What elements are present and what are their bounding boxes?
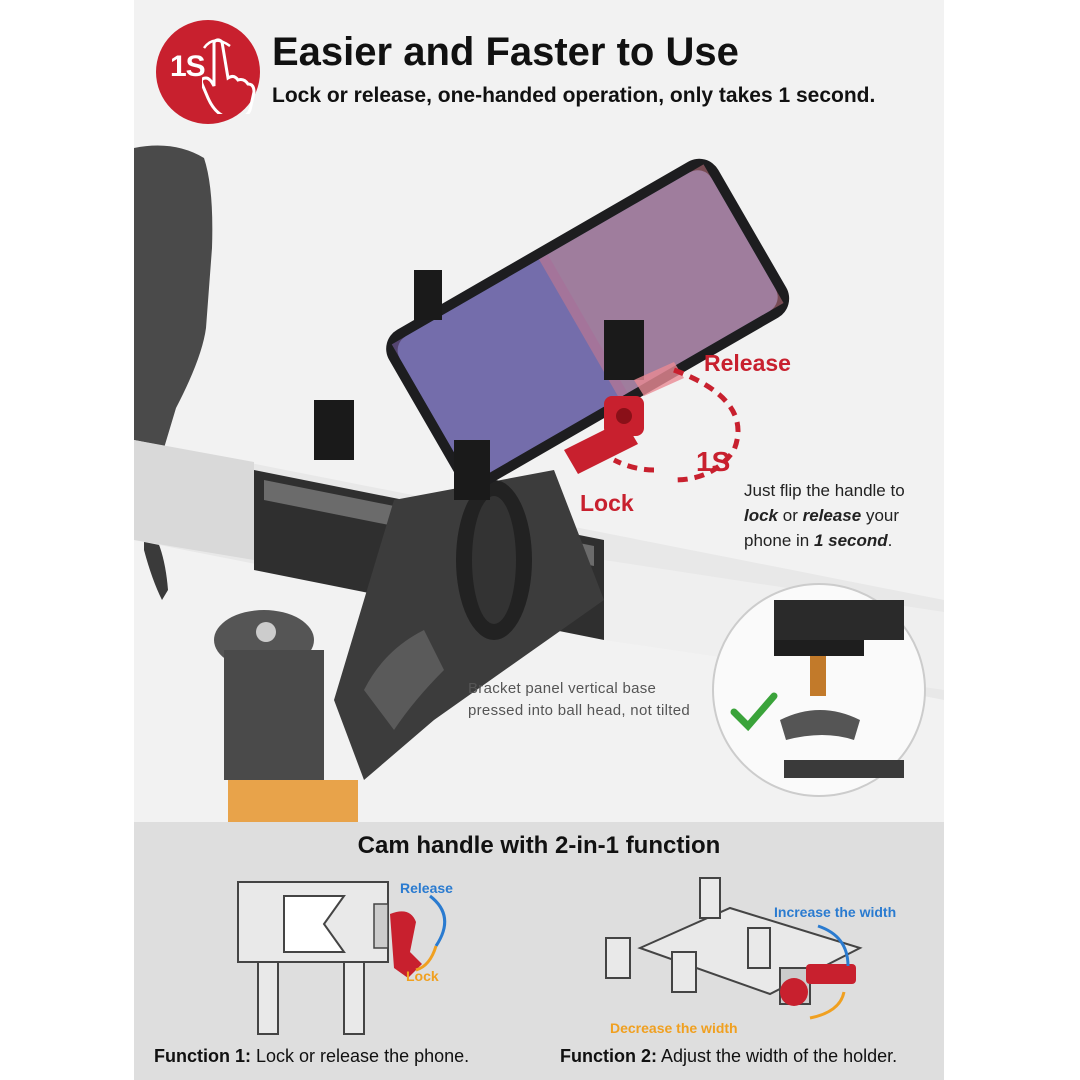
function1-diagram [237,881,447,1035]
one-second-label: 1S [696,446,731,477]
flip-line-3a: phone in [744,531,814,550]
function1-caption: Function 1: Lock or release the phone. [154,1046,469,1067]
flip-line-3c: . [887,531,893,550]
flip-one-second: 1 second [813,531,888,550]
diagram1-lock-label: Lock [406,968,439,984]
bracket-caption: Bracket panel vertical base pressed into… [468,678,690,722]
function2-caption: Function 2: Adjust the width of the hold… [560,1046,897,1067]
function2-text: Adjust the width of the holder. [657,1046,898,1066]
function1-text: Lock or release the phone. [251,1046,470,1066]
flip-release-word: release [802,506,862,525]
diagram1-release-label: Release [400,880,453,896]
section-title: Cam handle with 2-in-1 function [357,832,721,859]
function2-heading: Function 2: [560,1046,657,1066]
diagram2-increase-label: Increase the width [774,904,897,920]
bracket-line-1: Bracket panel vertical base [468,680,657,697]
one-second-badge: 1S [156,20,260,124]
flip-lock-word: lock [744,506,779,525]
lock-arrow-icon [612,457,655,473]
function2-diagram [605,877,863,1020]
page-title: Easier and Faster to Use [272,30,739,74]
hand-click-icon [202,38,256,114]
flip-handle-caption: Just flip the handle to lock or release … [744,478,905,553]
page-subtitle: Lock or release, one-handed operation, o… [272,84,876,107]
function1-heading: Function 1: [154,1046,251,1066]
flip-or-word: or [778,506,803,525]
lock-label: Lock [580,490,634,516]
release-arrow-icon [673,367,741,483]
flip-your-word: your [861,506,900,525]
release-label: Release [704,350,791,376]
bike-mount-illustration [134,145,944,822]
check-icon [730,692,778,732]
product-image-frame: 1S Easier and Faster to Use Lock or rele… [134,0,944,1080]
flip-line-1: Just flip the handle to [744,481,905,500]
diagram2-decrease-label: Decrease the width [610,1020,738,1036]
cam-handle-section: Cam handle with 2-in-1 function Release … [134,822,944,1080]
badge-text: 1S [170,50,206,83]
bracket-line-2: pressed into ball head, not tilted [468,702,691,719]
